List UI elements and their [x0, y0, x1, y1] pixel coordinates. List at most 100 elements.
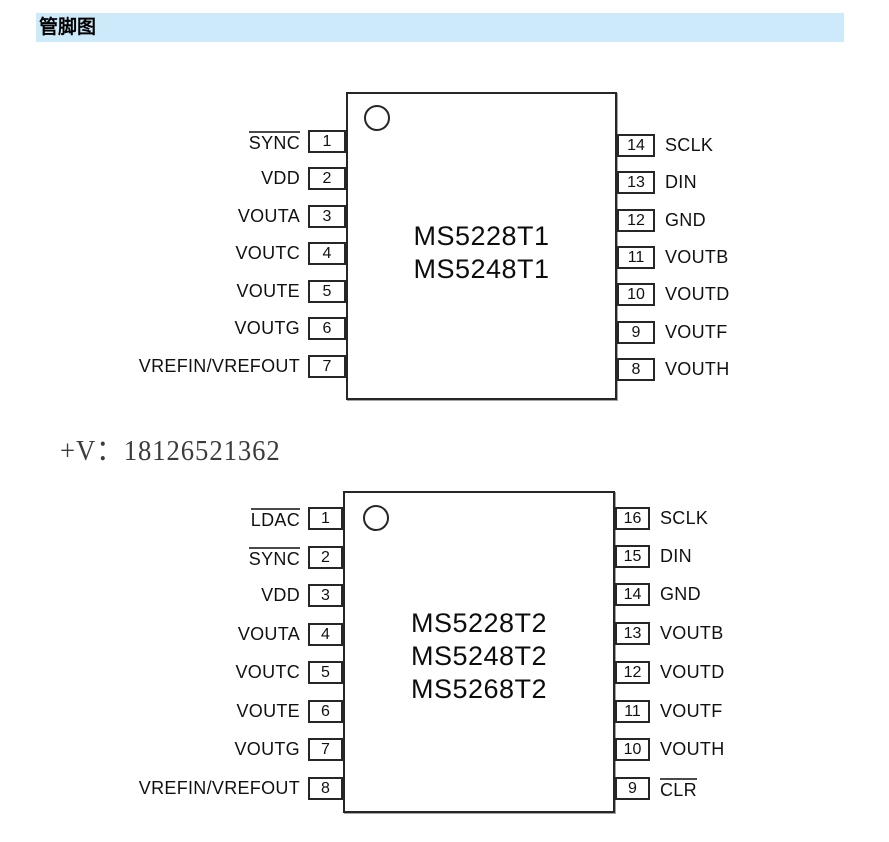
- pin-box: 2: [308, 546, 343, 569]
- pin1-indicator-circle: [363, 505, 389, 531]
- pin-row: 13 DIN: [617, 171, 697, 194]
- pin-label: VOUTH: [660, 739, 725, 759]
- pin-number: 14: [627, 136, 645, 154]
- pin-number: 4: [322, 244, 332, 262]
- pin-number: 11: [624, 702, 641, 720]
- pin-row: VOUTE 6: [80, 700, 343, 723]
- pin-row: SYNC 1: [80, 130, 346, 153]
- chip-name-block: MS5228T2 MS5248T2 MS5268T2: [345, 607, 613, 706]
- pin-row: VOUTC 5: [80, 661, 343, 684]
- pin-number: 13: [627, 173, 645, 191]
- pin-row: VOUTG 7: [80, 738, 343, 761]
- pin-number: 5: [321, 663, 330, 681]
- pin-row: VOUTE 5: [80, 280, 346, 303]
- pin-box: 5: [308, 280, 346, 303]
- pin-box: 14: [617, 134, 655, 157]
- pin-label: VOUTA: [237, 206, 300, 226]
- pin-label: VOUTG: [234, 739, 300, 759]
- pin-row: 12 GND: [617, 209, 706, 232]
- pin-label: DIN: [660, 546, 692, 566]
- pin-row: 13 VOUTB: [615, 622, 724, 645]
- pin-number: 8: [631, 360, 641, 378]
- pin-box: 10: [615, 738, 650, 761]
- pin-number: 1: [321, 509, 330, 527]
- pin-row: 10 VOUTD: [617, 283, 730, 306]
- pin-box: 1: [308, 507, 343, 530]
- pin-row: VDD 3: [80, 584, 343, 607]
- pin-box: 11: [615, 700, 650, 723]
- pin-number: 8: [321, 779, 330, 797]
- pin-row: 11 VOUTF: [615, 700, 723, 723]
- watermark-phone-text: +V：18126521362: [60, 435, 281, 467]
- pin-label: VOUTF: [660, 701, 723, 721]
- pin-label: CLR: [660, 777, 697, 800]
- pin-box: 8: [617, 358, 655, 381]
- pin-label: VOUTB: [660, 623, 724, 643]
- pin-box: 3: [308, 205, 346, 228]
- pin-row: VDD 2: [80, 167, 346, 190]
- pin-number: 7: [321, 740, 330, 758]
- pin-number: 16: [623, 509, 642, 527]
- pin-label: GND: [665, 210, 706, 230]
- pin-number: 12: [623, 663, 642, 681]
- pin-number: 9: [631, 323, 641, 341]
- pin-box: 2: [308, 167, 346, 190]
- pin-row: 11 VOUTB: [617, 246, 729, 269]
- pin-row: VOUTA 3: [80, 205, 346, 228]
- chip-name: MS5248T2: [410, 641, 548, 671]
- pin-number: 15: [623, 547, 642, 565]
- pin-row: 10 VOUTH: [615, 738, 725, 761]
- pin-label: SYNC: [248, 546, 300, 569]
- pin-row: 14 GND: [615, 583, 701, 606]
- pin-row: VREFIN/VREFOUT 8: [80, 777, 343, 800]
- pin-box: 8: [308, 777, 343, 800]
- pin-box: 15: [615, 545, 650, 568]
- pin-row: 14 SCLK: [617, 134, 713, 157]
- pin-row: 9 VOUTF: [617, 321, 728, 344]
- pin-box: 7: [308, 355, 346, 378]
- pin-number: 10: [627, 285, 645, 303]
- chip-name: MS5228T1: [413, 221, 550, 251]
- pin-number: 3: [321, 586, 330, 604]
- pin-box: 5: [308, 661, 343, 684]
- pin-row: VOUTG 6: [80, 317, 346, 340]
- pin-number: 9: [628, 779, 637, 797]
- pin-box: 13: [615, 622, 650, 645]
- pin-label: VOUTD: [660, 662, 725, 682]
- pin-row: SYNC 2: [80, 546, 343, 569]
- pin-box: 9: [617, 321, 655, 344]
- pin-label: SYNC: [248, 130, 300, 153]
- pin-box: 4: [308, 623, 343, 646]
- pin-box: 7: [308, 738, 343, 761]
- pin-label: VREFIN/VREFOUT: [138, 778, 300, 798]
- chip-name: MS5248T1: [413, 254, 550, 284]
- pin-box: 13: [617, 171, 655, 194]
- pin-row: LDAC 1: [80, 507, 343, 530]
- pin-number: 14: [623, 585, 642, 603]
- pin-label: VOUTF: [665, 322, 728, 342]
- pin-number: 10: [623, 740, 642, 758]
- pin-row: VOUTC 4: [80, 242, 346, 265]
- chip-name: MS5268T2: [410, 674, 548, 704]
- pin-label: VDD: [261, 585, 300, 605]
- pin-box: 1: [308, 130, 346, 153]
- pin-box: 6: [308, 700, 343, 723]
- pin-row: 15 DIN: [615, 545, 692, 568]
- pin-box: 12: [615, 661, 650, 684]
- pin-label: VOUTG: [234, 318, 300, 338]
- pin-row: 12 VOUTD: [615, 661, 725, 684]
- pin-label: VOUTD: [665, 284, 730, 304]
- pin-box: 16: [615, 507, 650, 530]
- chip-name: MS5228T2: [410, 608, 548, 638]
- pin-number: 3: [322, 207, 332, 225]
- pin-label: SCLK: [665, 135, 714, 155]
- pin-row: 16 SCLK: [615, 507, 708, 530]
- pin-number: 2: [321, 548, 330, 566]
- section-title: 管脚图: [39, 17, 97, 38]
- pin1-indicator-circle: [364, 105, 390, 131]
- pin-box: 11: [617, 246, 655, 269]
- pin-row: 8 VOUTH: [617, 358, 730, 381]
- pin-label: VREFIN/VREFOUT: [138, 356, 300, 376]
- pin-box: 12: [617, 209, 655, 232]
- pin-label: VOUTH: [665, 359, 730, 379]
